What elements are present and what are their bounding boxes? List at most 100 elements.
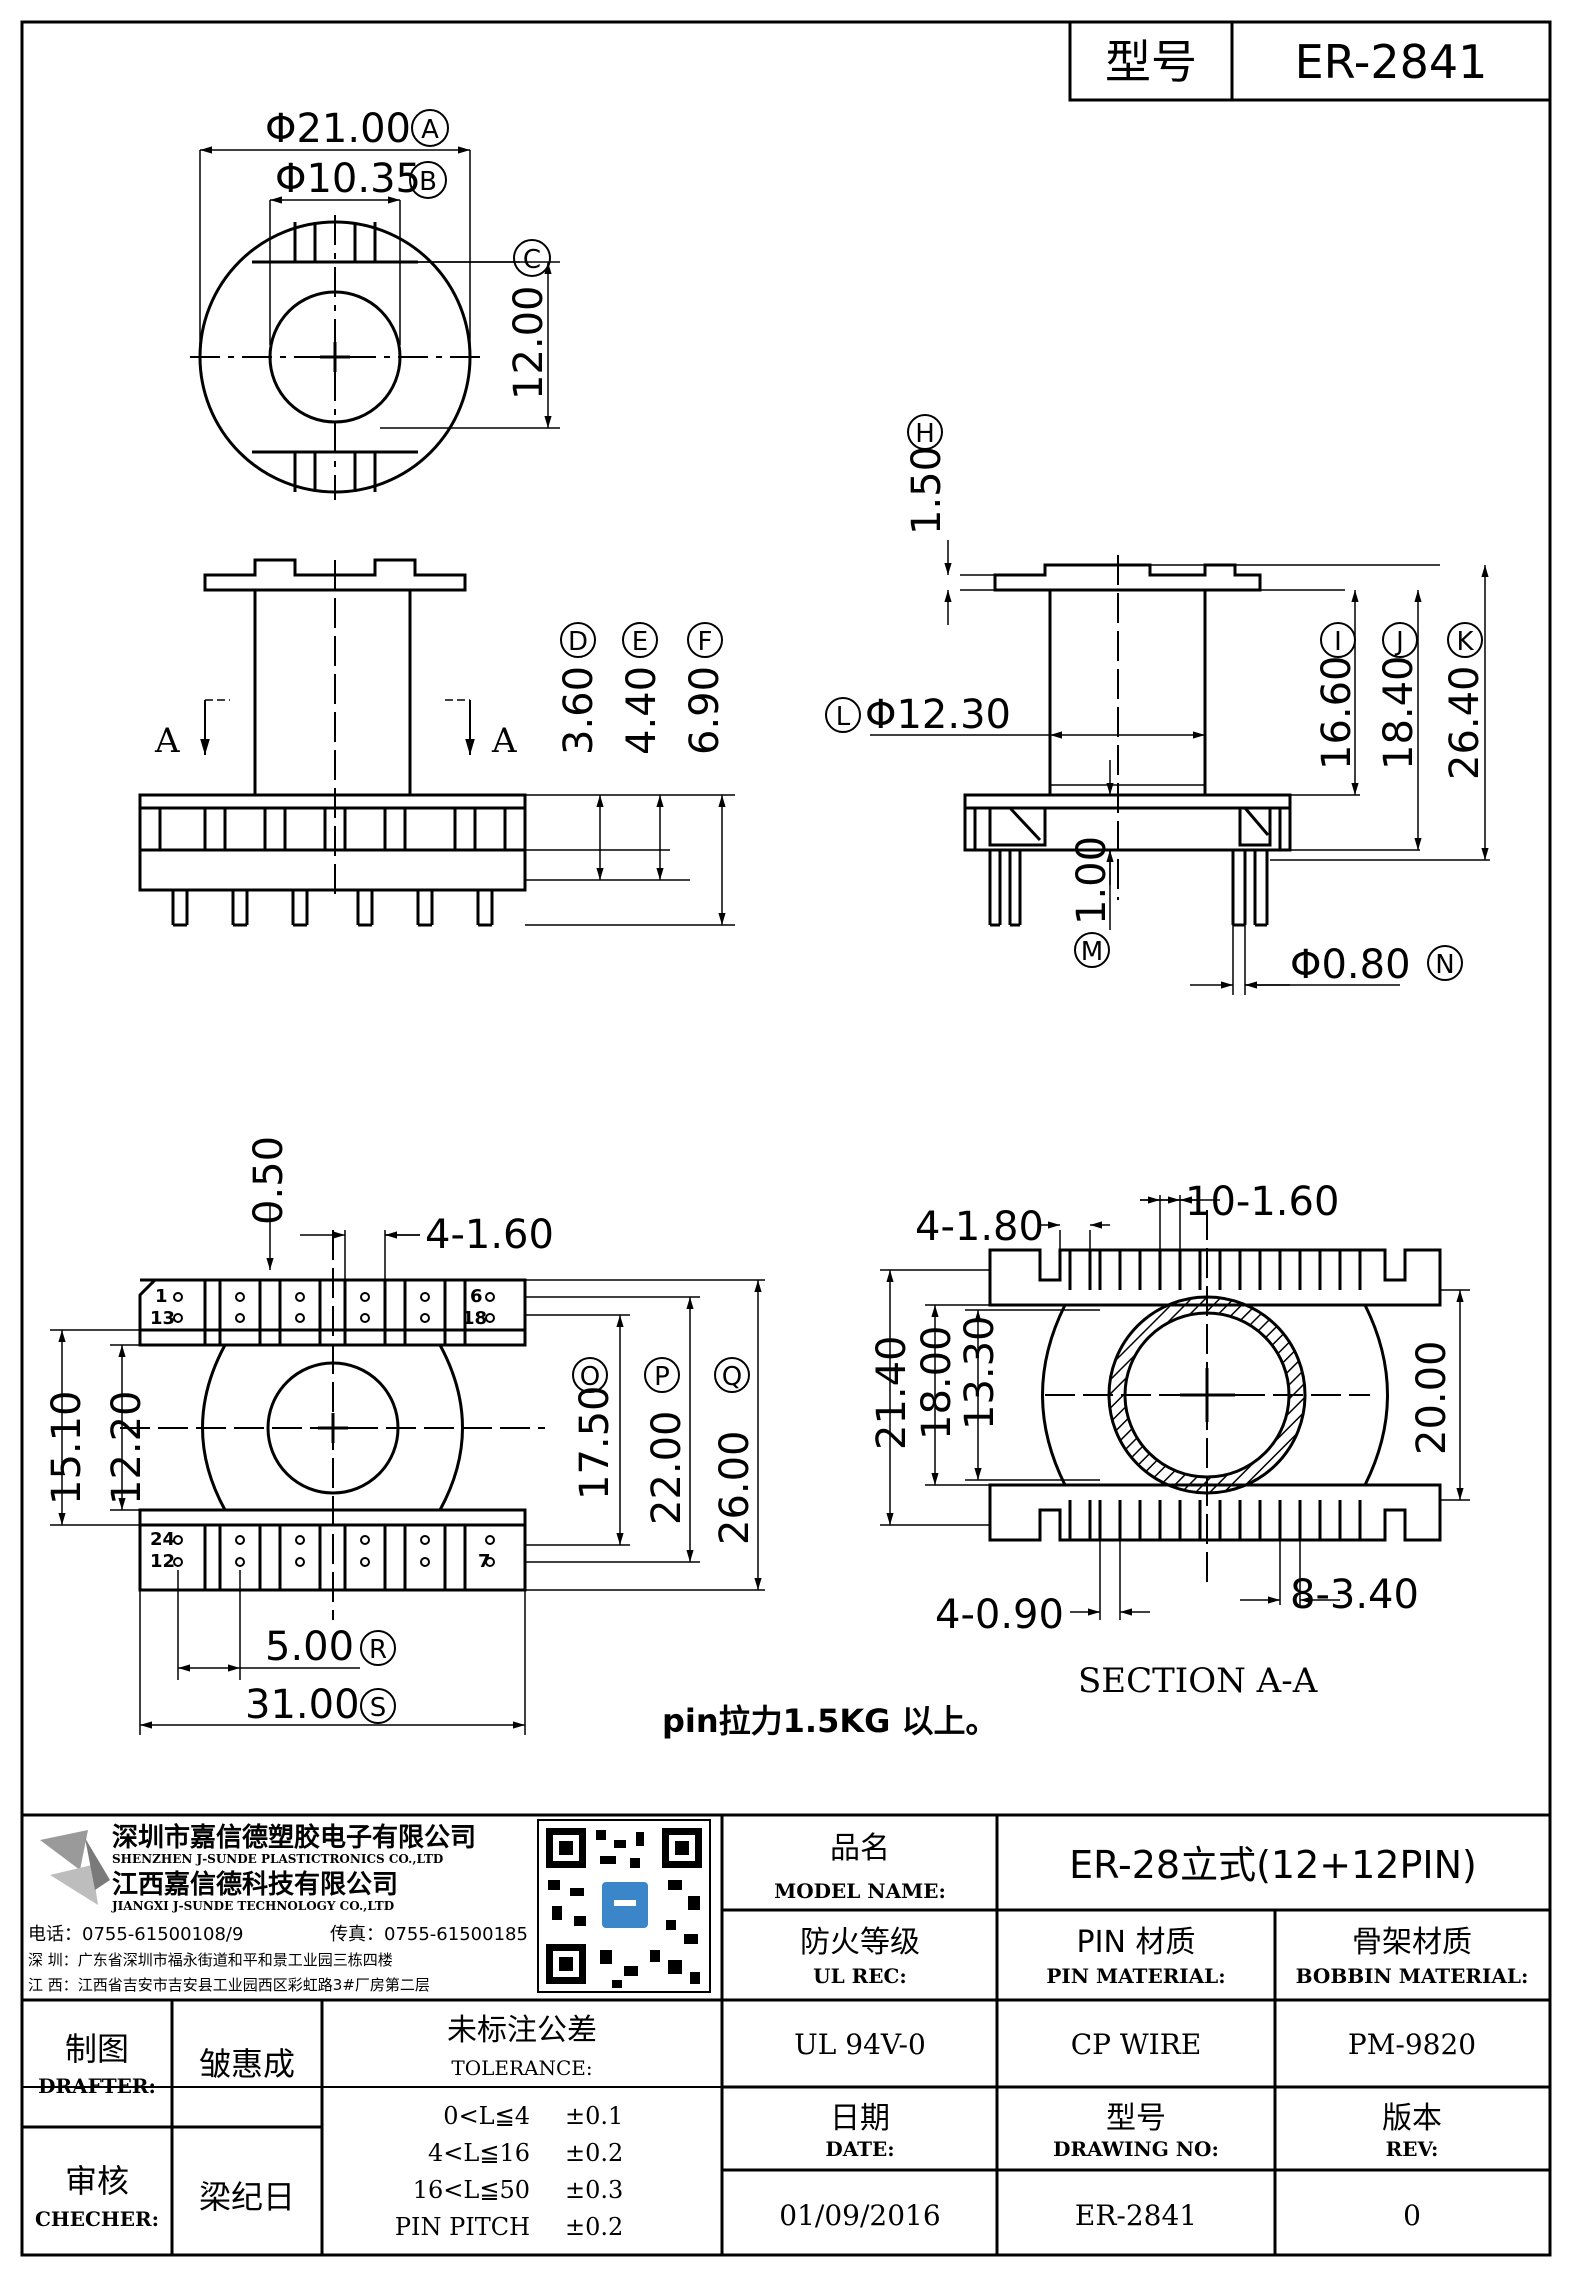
pin-label-6: 6 <box>470 1286 483 1307</box>
model-box: 型号 ER-2841 <box>1068 20 1552 102</box>
dim-s: 31.00 <box>245 1682 360 1728</box>
bobbin-material-en: BOBBIN MATERIAL: <box>1296 1964 1529 1988</box>
drawing-no-value: ER-2841 <box>1075 2199 1197 2232</box>
company-tel: 电话：0755-61500108/9 <box>28 1924 243 1945</box>
company-address-sz: 深 圳：广东省深圳市福永街道和平和景工业园三栋四楼 <box>28 1951 393 1969</box>
circle-label-f: F <box>698 627 713 657</box>
dim-sec-4-180: 4-1.80 <box>915 1204 1044 1250</box>
circle-label-p: P <box>654 1362 670 1392</box>
pin-label-1: 1 <box>155 1286 168 1307</box>
dim-q: 26.00 <box>712 1430 758 1545</box>
dim-left-1510: 15.10 <box>44 1390 90 1505</box>
dim-p: 22.00 <box>644 1410 690 1525</box>
dim-c: 12.00 <box>506 285 552 400</box>
dim-left-1220: 12.20 <box>104 1390 150 1505</box>
circle-label-e: E <box>632 627 648 657</box>
circle-label-r: R <box>369 1635 387 1665</box>
dim-l: Φ12.30 <box>865 692 1011 738</box>
pin-material-value: CP WIRE <box>1071 2028 1202 2061</box>
tol-value-3: ±0.2 <box>565 2213 623 2241</box>
date-cn: 日期 <box>830 2101 890 2136</box>
pin-material-cn: PIN 材质 <box>1077 1925 1196 1960</box>
pin-material-en: PIN MATERIAL: <box>1046 1964 1225 1988</box>
circle-label-d: D <box>568 627 588 657</box>
date-en: DATE: <box>825 2137 894 2161</box>
company-address-jx: 江 西：江西省吉安市吉安县工业园西区彩虹路3#厂房第二层 <box>28 1976 430 1994</box>
dim-n: Φ0.80 <box>1290 942 1411 988</box>
tol-range-0: 0<L≦4 <box>443 2102 530 2130</box>
dim-d: 3.60 <box>556 666 602 755</box>
company-name-en2: JIANGXI J-SUNDE TECHNOLOGY CO.,LTD <box>111 1899 394 1913</box>
drafter-cn: 制图 <box>65 2030 129 2068</box>
dim-sec-8-340: 8-3.40 <box>1290 1572 1419 1618</box>
bottom-view <box>50 1205 765 1735</box>
drafter-en: DRAFTER: <box>38 2074 156 2098</box>
checker-cn: 审核 <box>65 2162 129 2200</box>
dim-h: 1.50 <box>904 446 950 535</box>
company-name-cn1: 深圳市嘉信德塑胶电子有限公司 <box>112 1822 476 1853</box>
dim-i: 16.60 <box>1314 655 1360 770</box>
dim-e: 4.40 <box>619 666 665 755</box>
circle-label-o: O <box>580 1362 600 1392</box>
section-title: SECTION A-A <box>1078 1661 1318 1701</box>
pin-label-12: 12 <box>150 1551 175 1572</box>
company-name-en1: SHENZHEN J-SUNDE PLASTICTRONICS CO.,LTD <box>112 1852 443 1866</box>
ul-rec-en: UL REC: <box>813 1964 907 1988</box>
model-name-cn: 品名 <box>830 1831 890 1866</box>
top-view <box>190 146 560 500</box>
ul-rec-value: UL 94V-0 <box>794 2028 926 2061</box>
tolerance-cn: 未标注公差 <box>447 2013 597 2048</box>
circle-label-i: I <box>1334 627 1342 657</box>
dim-sec-10-160: 10-1.60 <box>1185 1179 1339 1225</box>
dim-r: 5.00 <box>265 1624 354 1670</box>
bobbin-material-cn: 骨架材质 <box>1352 1925 1472 1960</box>
dim-o: 17.50 <box>572 1385 618 1500</box>
drawing-no-cn: 型号 <box>1106 2101 1166 2136</box>
section-mark-left: A <box>154 721 180 761</box>
circle-label-q: Q <box>722 1362 742 1392</box>
model-box-label: 型号 <box>1105 35 1197 89</box>
tol-value-0: ±0.1 <box>565 2102 623 2130</box>
tol-range-3: PIN PITCH <box>395 2213 530 2241</box>
model-name-value: ER-28立式(12+12PIN) <box>1069 1843 1477 1887</box>
sheet-border <box>20 20 1552 2257</box>
qr-code <box>537 1819 711 1993</box>
pin-label-18: 18 <box>462 1308 487 1329</box>
circle-label-b: B <box>419 167 437 197</box>
rev-en: REV: <box>1386 2137 1439 2161</box>
model-name-en: MODEL NAME: <box>774 1879 946 1903</box>
circle-label-s: S <box>370 1693 387 1723</box>
circle-label-a: A <box>421 115 439 145</box>
company-fax: 传真：0755-61500185 <box>330 1924 528 1945</box>
circle-label-m: M <box>1081 937 1103 967</box>
section-mark-right: A <box>491 721 517 761</box>
pull-force-note: pin拉力1.5KG 以上。 <box>662 1702 998 1740</box>
tolerance-en: TOLERANCE: <box>451 2056 592 2080</box>
tol-range-2: 16<L≦50 <box>413 2176 530 2204</box>
drawing-no-en: DRAWING NO: <box>1053 2137 1219 2161</box>
dim-a: Φ21.00 <box>265 106 411 152</box>
pin-label-13: 13 <box>150 1308 175 1329</box>
circle-label-l: L <box>836 702 851 732</box>
tol-range-1: 4<L≦16 <box>428 2139 530 2167</box>
tol-value-1: ±0.2 <box>565 2139 623 2167</box>
dim-k: 26.40 <box>1442 665 1488 780</box>
checker-en: CHECHER: <box>35 2207 159 2231</box>
company-logo <box>40 1830 110 1905</box>
dim-j: 18.40 <box>1376 655 1422 770</box>
title-block <box>22 1813 1550 2255</box>
rev-value: 0 <box>1403 2199 1421 2232</box>
circle-label-n: N <box>1435 950 1454 980</box>
side-view <box>870 540 1490 995</box>
dim-sec-1800: 18.00 <box>914 1325 960 1440</box>
dim-sec-2140: 21.40 <box>869 1335 915 1450</box>
date-value: 01/09/2016 <box>779 2199 940 2232</box>
front-view <box>138 558 735 927</box>
circle-label-j: J <box>1394 627 1404 657</box>
pin-label-24: 24 <box>150 1529 175 1550</box>
pin-label-7: 7 <box>478 1551 491 1572</box>
section-view <box>880 1195 1470 1620</box>
circle-label-c: C <box>523 245 541 275</box>
dim-sec-1330: 13.30 <box>957 1315 1003 1430</box>
dim-sec-4-090: 4-0.90 <box>935 1592 1064 1638</box>
